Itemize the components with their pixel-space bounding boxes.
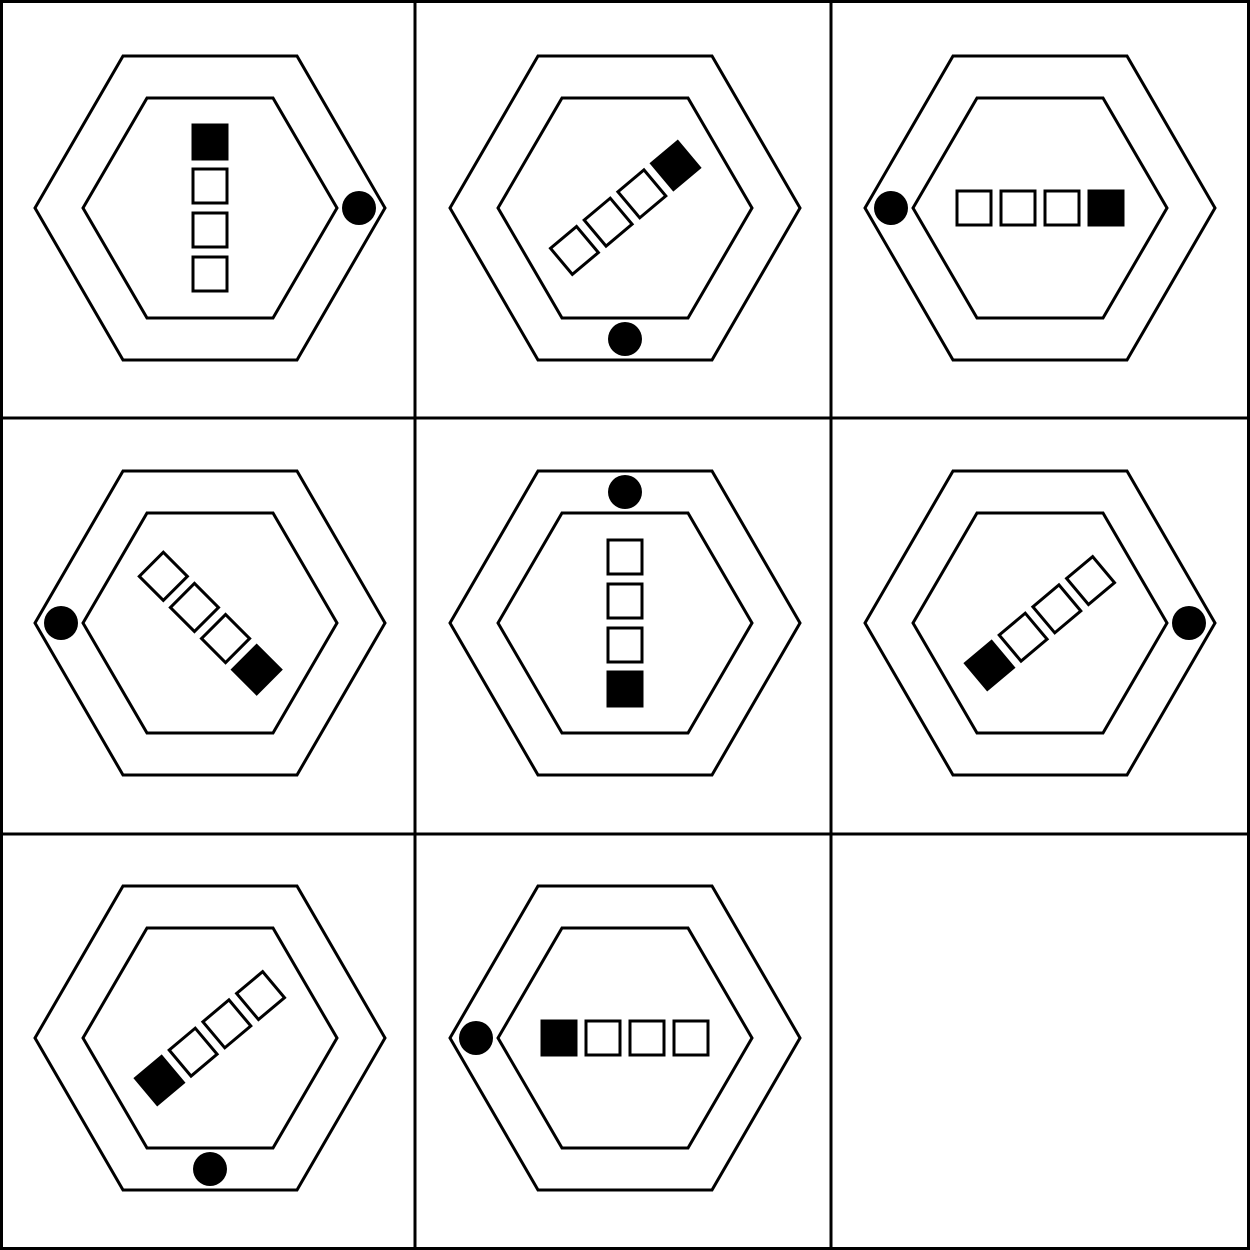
empty-square <box>191 167 229 205</box>
black-dot <box>608 322 642 356</box>
square-row <box>137 550 283 696</box>
black-dot <box>44 606 78 640</box>
inner-hexagon <box>496 926 754 1150</box>
cell-r1-c1 <box>448 469 802 777</box>
empty-square <box>1064 554 1117 607</box>
empty-square <box>582 196 635 249</box>
empty-square <box>191 211 229 249</box>
cells-layer <box>33 54 1243 1243</box>
black-dot <box>874 191 908 225</box>
empty-square <box>672 1019 710 1057</box>
inner-hexagon <box>496 96 754 320</box>
square-row <box>540 1019 710 1057</box>
outer-hexagon <box>448 469 802 777</box>
square-row <box>191 123 229 293</box>
answer-slot[interactable] <box>832 832 1243 1243</box>
cell-r2-c1 <box>448 884 802 1192</box>
filled-square <box>963 639 1016 692</box>
black-dot <box>608 475 642 509</box>
filled-square <box>649 139 702 192</box>
cell-r0-c1 <box>448 54 802 362</box>
empty-square <box>997 611 1050 664</box>
square-row <box>548 139 702 277</box>
square-row <box>133 969 287 1107</box>
cell-r2-c0 <box>33 884 387 1192</box>
cell-r0-c0 <box>33 54 387 362</box>
filled-square <box>540 1019 578 1057</box>
filled-square <box>1087 189 1125 227</box>
outer-hexagon <box>448 54 802 362</box>
inner-hexagon <box>81 511 339 735</box>
black-dot <box>459 1021 493 1055</box>
empty-square <box>606 538 644 576</box>
empty-square <box>137 550 190 603</box>
filled-square <box>191 123 229 161</box>
outer-hexagon <box>33 469 387 777</box>
outer-hexagon <box>33 54 387 362</box>
empty-square <box>200 997 253 1050</box>
empty-square <box>606 582 644 620</box>
square-row <box>963 554 1117 692</box>
black-dot <box>193 1152 227 1186</box>
inner-hexagon <box>911 96 1169 320</box>
empty-square <box>1030 582 1083 635</box>
filled-square <box>230 643 283 696</box>
empty-square <box>191 255 229 293</box>
outer-hexagon <box>863 54 1217 362</box>
outer-hexagon <box>33 884 387 1192</box>
inner-hexagon <box>81 926 339 1150</box>
cell-r2-c2[interactable] <box>832 832 1243 1243</box>
empty-square <box>234 969 287 1022</box>
inner-hexagon <box>81 96 339 320</box>
outer-hexagon <box>448 884 802 1192</box>
empty-square <box>955 189 993 227</box>
empty-square <box>628 1019 666 1057</box>
filled-square <box>606 670 644 708</box>
inner-hexagon <box>496 511 754 735</box>
square-row <box>955 189 1125 227</box>
empty-square <box>999 189 1037 227</box>
square-row <box>606 538 644 708</box>
empty-square <box>584 1019 622 1057</box>
empty-square <box>167 1026 220 1079</box>
empty-square <box>1043 189 1081 227</box>
filled-square <box>133 1054 186 1107</box>
cell-r1-c2 <box>863 469 1217 777</box>
black-dot <box>342 191 376 225</box>
empty-square <box>199 612 252 665</box>
black-dot <box>1172 606 1206 640</box>
cell-r0-c2 <box>863 54 1217 362</box>
empty-square <box>548 224 601 277</box>
cell-r1-c0 <box>33 469 387 777</box>
outer-hexagon <box>863 469 1217 777</box>
inner-hexagon <box>911 511 1169 735</box>
empty-square <box>168 581 221 634</box>
empty-square <box>615 167 668 220</box>
empty-square <box>606 626 644 664</box>
